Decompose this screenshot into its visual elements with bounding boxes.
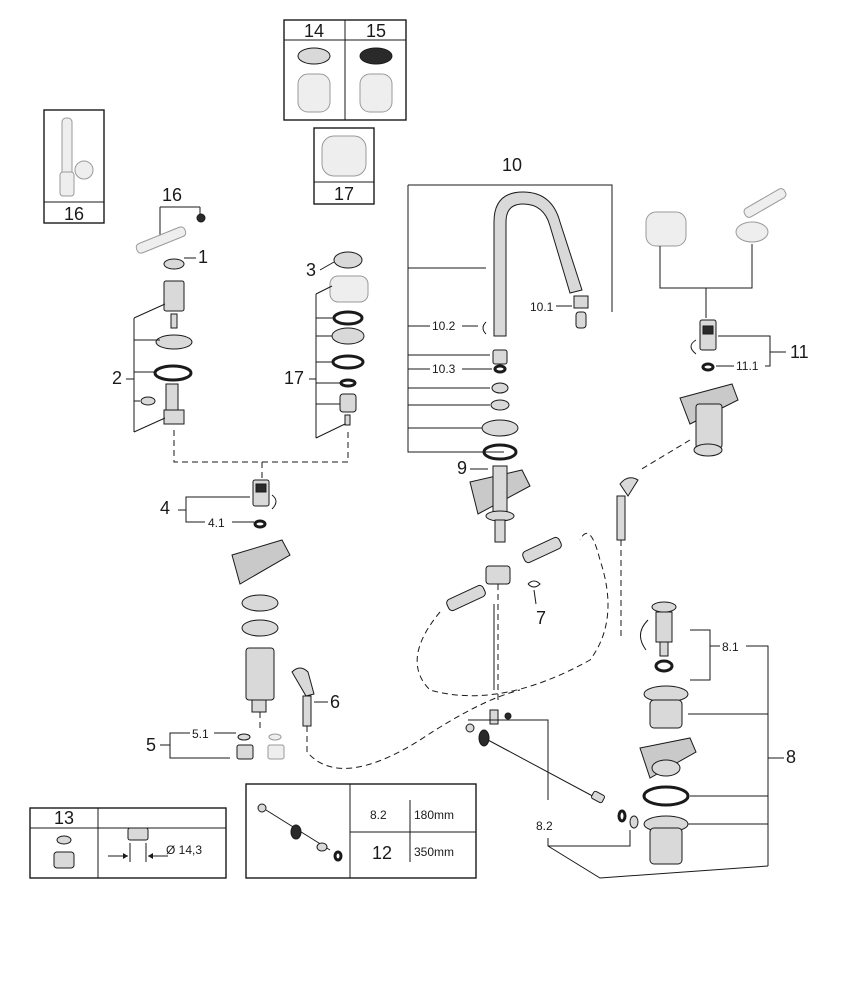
kit-13-box: 13 Ø 14,3 <box>29 807 227 879</box>
row-code-2: 12 <box>372 843 392 863</box>
callout-1: 1 <box>198 247 208 267</box>
cap-14-label: 14 <box>304 21 324 41</box>
callout-10: 10 <box>502 155 522 175</box>
hose-elbow-6: 6 <box>291 667 521 769</box>
callout-6: 6 <box>330 692 340 712</box>
callout-8: 8 <box>786 747 796 767</box>
lift-rod-8-2: 8.2 <box>465 709 769 879</box>
callout-7: 7 <box>536 608 546 628</box>
callout-9: 9 <box>457 458 467 478</box>
rod-length-table: 8.2 180mm 12 350mm <box>245 783 477 879</box>
knob-17-box: 17 <box>313 127 375 205</box>
callout-8-1: 8.1 <box>722 640 739 654</box>
cap-15-label: 15 <box>366 21 386 41</box>
callout-17: 17 <box>284 368 304 388</box>
callout-11: 11 <box>790 342 809 362</box>
handle-16-box: 16 <box>43 109 105 224</box>
callout-5: 5 <box>146 735 156 755</box>
cap-14-15-box: 14 15 <box>283 19 407 121</box>
spout-10: 10 10.1 10.2 10.3 9 <box>407 155 613 543</box>
callout-4-1: 4.1 <box>208 516 225 530</box>
callout-10-1: 10.1 <box>530 300 554 314</box>
drain-8: 8.1 8 <box>639 601 796 866</box>
diameter-label: Ø 14,3 <box>166 843 202 857</box>
callout-4: 4 <box>160 498 170 518</box>
kit-13-label: 13 <box>54 808 74 828</box>
callout-10-2: 10.2 <box>432 319 456 333</box>
callout-3: 3 <box>306 260 316 280</box>
left-valve-body: 4 4.1 5 5.1 <box>146 479 291 760</box>
callout-8-2: 8.2 <box>536 819 553 833</box>
tee-7: 7 <box>416 532 609 700</box>
callout-2: 2 <box>112 368 122 388</box>
handle-16-label: 16 <box>64 204 84 224</box>
callout-11-1: 11.1 <box>736 359 759 373</box>
knob-17-label: 17 <box>334 184 354 204</box>
row-length-2: 350mm <box>414 845 454 859</box>
callout-5-1: 5.1 <box>192 727 209 741</box>
callout-16: 16 <box>162 185 182 205</box>
left-valve-assembly: 16 1 2 <box>112 185 208 433</box>
callout-10-3: 10.3 <box>432 362 456 376</box>
middle-cartridge: 3 17 <box>284 251 369 439</box>
row-code-1: 8.2 <box>370 808 387 822</box>
row-length-1: 180mm <box>414 808 454 822</box>
right-valve-11: 11 11.1 <box>616 188 809 640</box>
connection-dashes <box>173 430 349 463</box>
